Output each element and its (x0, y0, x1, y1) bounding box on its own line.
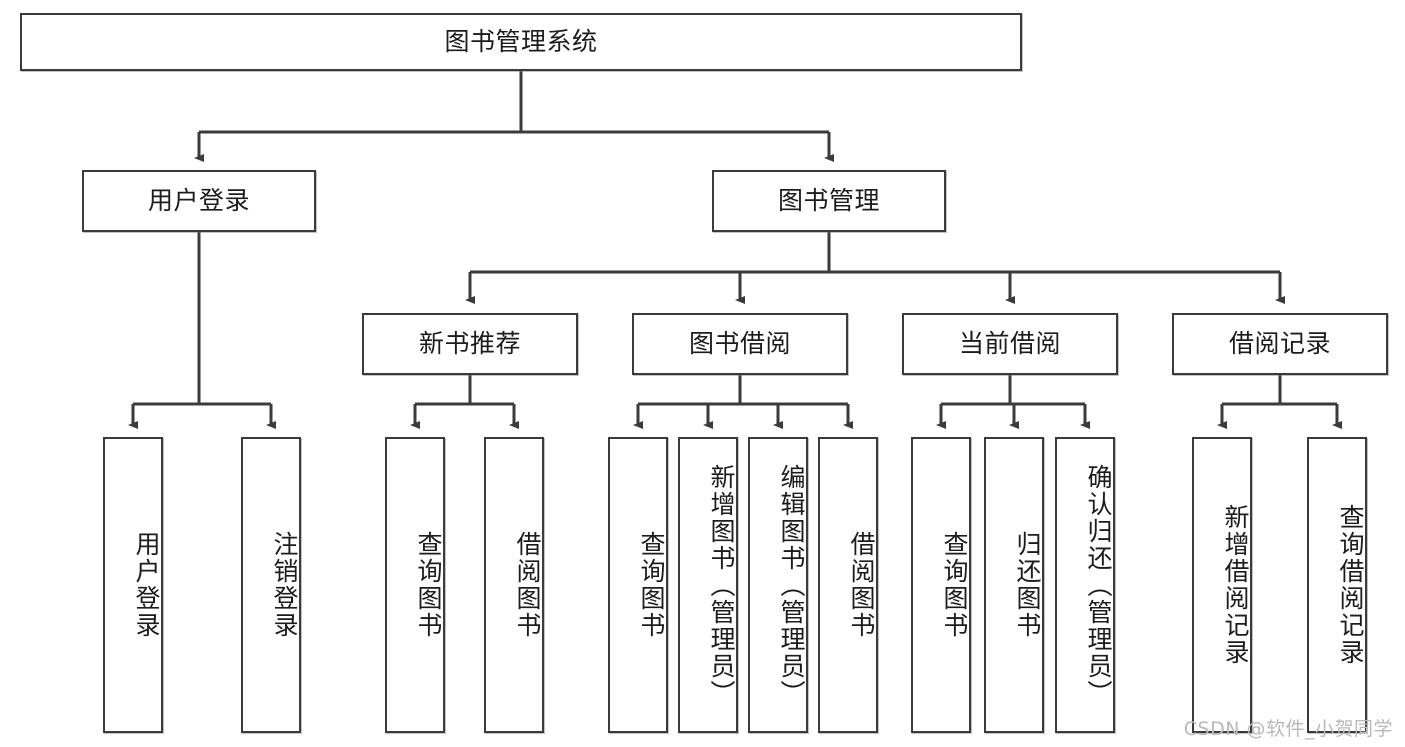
node-current-borrow-label: 当前借阅 (958, 328, 1061, 358)
leaf-borrow-book-recommend[interactable]: 借阅图书 (484, 437, 544, 733)
node-book-manage[interactable]: 图书管理 (712, 170, 946, 232)
leaf-edit-book-label: 编辑图书（管理员） (777, 463, 806, 707)
node-new-book-recommend-label: 新书推荐 (418, 328, 521, 358)
csdn-watermark: CSDN @软件_小贺同学 (1183, 718, 1393, 740)
leaf-logout[interactable]: 注销登录 (241, 437, 301, 733)
node-book-borrow-label: 图书借阅 (688, 328, 791, 358)
leaf-borrow-book-recommend-label: 借阅图书 (513, 531, 542, 639)
node-current-borrow[interactable]: 当前借阅 (902, 313, 1118, 375)
node-user-login[interactable]: 用户登录 (82, 170, 316, 232)
node-new-book-recommend[interactable]: 新书推荐 (362, 313, 578, 375)
leaf-query-book-current[interactable]: 查询图书 (911, 437, 971, 733)
leaf-return-book-label: 归还图书 (1013, 531, 1042, 639)
leaf-query-borrow-record-label: 查询借阅记录 (1336, 504, 1365, 666)
leaf-logout-label: 注销登录 (270, 531, 299, 639)
leaf-add-book[interactable]: 新增图书（管理员） (678, 437, 738, 733)
leaf-add-book-label: 新增图书（管理员） (707, 463, 736, 707)
leaf-query-borrow-record[interactable]: 查询借阅记录 (1307, 437, 1367, 733)
leaf-add-borrow-record[interactable]: 新增借阅记录 (1192, 437, 1252, 733)
node-borrow-record[interactable]: 借阅记录 (1172, 313, 1388, 375)
leaf-query-book-borrow[interactable]: 查询图书 (608, 437, 668, 733)
leaf-query-book-borrow-label: 查询图书 (637, 531, 666, 639)
leaf-query-book-current-label: 查询图书 (940, 531, 969, 639)
node-user-login-label: 用户登录 (147, 185, 250, 215)
node-root-label: 图书管理系统 (444, 26, 598, 56)
leaf-add-borrow-record-label: 新增借阅记录 (1221, 504, 1250, 666)
leaf-borrow-book-label: 借阅图书 (847, 531, 876, 639)
leaf-user-login-label: 用户登录 (132, 531, 161, 639)
leaf-confirm-return[interactable]: 确认归还（管理员） (1055, 437, 1115, 733)
leaf-edit-book[interactable]: 编辑图书（管理员） (748, 437, 808, 733)
node-book-borrow[interactable]: 图书借阅 (632, 313, 848, 375)
leaf-query-book-recommend-label: 查询图书 (414, 531, 443, 639)
node-borrow-record-label: 借阅记录 (1228, 328, 1331, 358)
leaf-user-login[interactable]: 用户登录 (103, 437, 163, 733)
leaf-query-book-recommend[interactable]: 查询图书 (385, 437, 445, 733)
leaf-confirm-return-label: 确认归还（管理员） (1084, 463, 1113, 707)
node-root-book-management-system[interactable]: 图书管理系统 (20, 13, 1022, 71)
node-book-manage-label: 图书管理 (777, 185, 880, 215)
leaf-return-book[interactable]: 归还图书 (984, 437, 1044, 733)
leaf-borrow-book[interactable]: 借阅图书 (818, 437, 878, 733)
